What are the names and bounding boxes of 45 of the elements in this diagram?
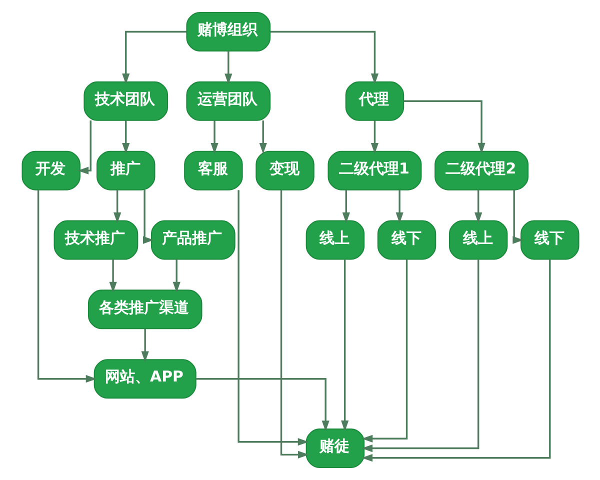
node-box: 赌徒 [305,428,364,468]
arrow [403,100,485,154]
node-box: 线下 [520,220,579,260]
arrow [361,259,550,462]
node-box: 二级代理2 [434,150,528,190]
arrow [77,120,91,174]
arrow [342,190,350,224]
arrow [395,190,403,224]
node-box: 产品推广 [150,220,235,260]
arrow [36,190,96,383]
arrow [361,259,408,442]
arrow [210,120,218,154]
arrow [270,30,378,84]
node-box: 线上 [448,220,508,260]
arrow [172,259,180,293]
arrow [237,190,308,446]
node-box: 技术推广 [53,220,138,260]
node-box: 推广 [96,150,155,190]
node-box: 技术团队 [83,81,168,121]
node-box: 线下 [376,220,436,260]
node-box: 网站、APP [93,359,196,399]
arrow [474,190,482,224]
node-box: 赌博组织 [186,12,270,52]
arrow [361,260,479,452]
arrow [512,190,524,244]
node-box: 各类推广渠道 [87,290,202,330]
arrow [370,120,378,154]
arrow [113,190,121,224]
arrow [224,51,232,84]
arrow [140,328,148,362]
arrow [340,260,348,432]
arrow [142,190,154,244]
arrow [258,120,266,154]
arrow [122,120,130,154]
arrow [122,30,186,84]
arrow [280,190,308,458]
node-box: 代理 [344,81,404,121]
node-box: 变现 [255,150,314,190]
node-box: 开发 [21,150,80,190]
arrow [195,378,329,432]
node-box: 客服 [184,150,242,190]
node-box: 运营团队 [186,81,270,121]
arrow [108,259,116,293]
node-box: 线上 [305,220,364,260]
node-box: 二级代理1 [327,150,422,190]
